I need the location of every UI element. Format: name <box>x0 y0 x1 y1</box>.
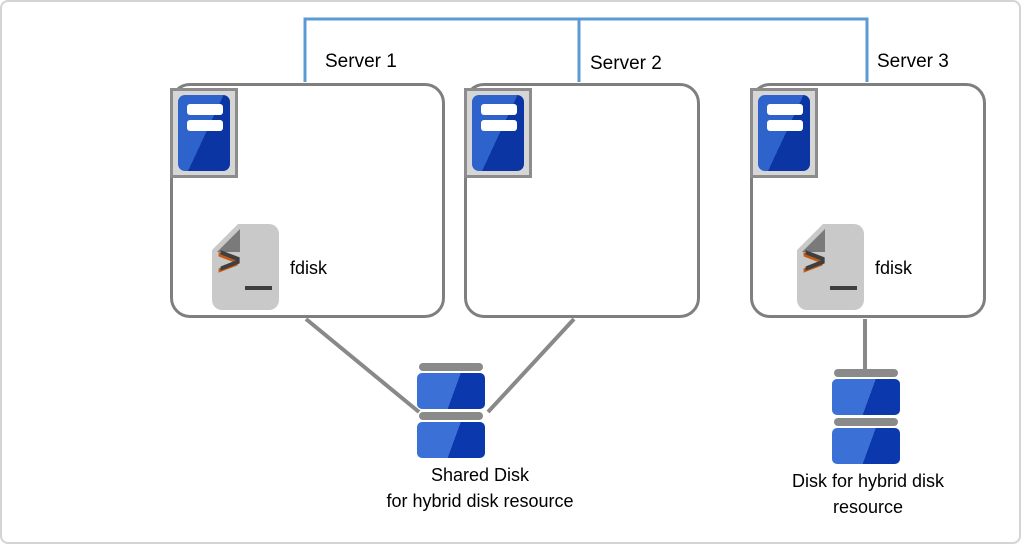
shared-disk-label: Shared Disk for hybrid disk resource <box>386 465 574 511</box>
cursor-underscore-icon <box>245 286 272 290</box>
server3-disk-label: Disk for hybrid disk resource <box>791 471 945 517</box>
disk-cap <box>834 418 898 426</box>
cursor-underscore-icon <box>830 286 857 290</box>
connector-server1-shared-disk <box>304 317 421 414</box>
server3-disk-icon <box>832 369 900 464</box>
server1-label: Server 1 <box>325 51 397 72</box>
server-tower-icon <box>464 88 532 178</box>
server2-box <box>464 83 700 318</box>
disk-platter <box>417 373 485 409</box>
disk-platter <box>832 379 900 415</box>
drive-bay-slot <box>481 120 517 131</box>
server1-fdisk-label: fdisk <box>290 258 328 278</box>
disk-platter <box>832 428 900 464</box>
drive-bay-slot <box>481 104 517 115</box>
drive-bay-slot <box>767 120 803 131</box>
server2-label: Server 2 <box>590 53 662 74</box>
server-tower-body <box>178 95 230 171</box>
drive-bay-slot <box>187 120 223 131</box>
fdisk-script-file-icon: > <box>797 224 864 310</box>
disk-cap <box>419 412 483 420</box>
server3-box <box>750 83 986 318</box>
drive-bay-slot <box>187 104 223 115</box>
server-tower-icon <box>170 88 238 178</box>
fdisk-script-file-icon: > <box>212 224 279 310</box>
disk-cap <box>419 363 483 371</box>
disk-platter <box>417 422 485 458</box>
shell-prompt-icon: > <box>219 240 242 282</box>
server3-label: Server 3 <box>877 51 949 72</box>
drive-bay-slot <box>767 104 803 115</box>
network-link-line <box>303 17 869 82</box>
server3-fdisk-label: fdisk <box>875 258 913 278</box>
shell-prompt-icon: > <box>804 240 827 282</box>
connector-server2-shared-disk <box>486 317 576 414</box>
server-tower-body <box>758 95 810 171</box>
server-tower-icon <box>750 88 818 178</box>
shared-disk-icon <box>417 363 485 458</box>
disk-cap <box>834 369 898 377</box>
server-tower-body <box>472 95 524 171</box>
